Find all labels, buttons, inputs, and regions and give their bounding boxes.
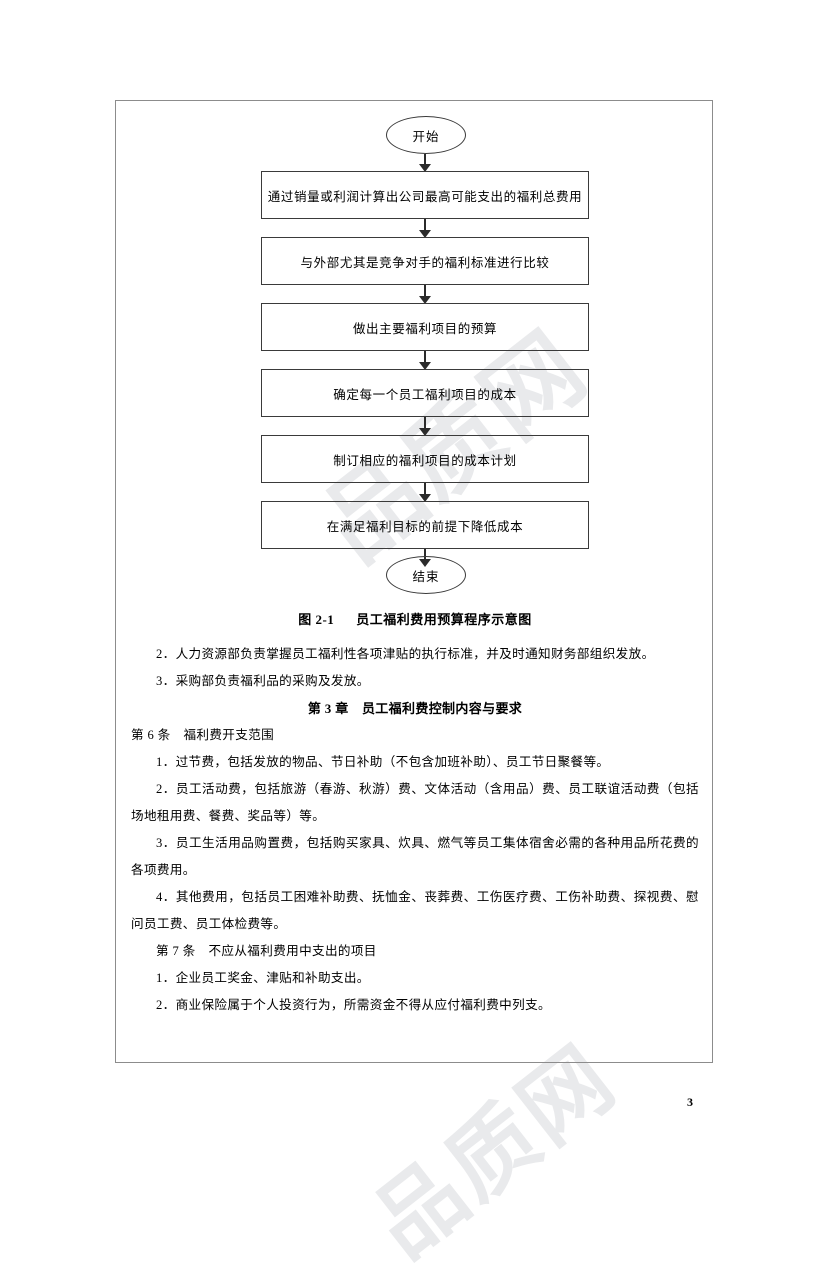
arrow-head-icon <box>419 362 431 370</box>
figure-caption-number: 图 2-1 <box>298 612 335 627</box>
figure-caption-title: 员工福利费用预算程序示意图 <box>356 612 532 627</box>
page-content-frame: 开始 通过销量或利润计算出公司最高可能支出的福利总费用 与外部尤其是竞争对手的福… <box>115 100 713 1063</box>
article-7-item: 2．商业保险属于个人投资行为，所需资金不得从应付福利费中列支。 <box>156 998 551 1012</box>
page-number: 3 <box>687 1095 693 1109</box>
article-6-item: 3．员工生活用品购置费，包括购买家具、炊具、燃气等员工集体宿舍必需的各种用品所花… <box>131 836 699 877</box>
flowchart-start-node: 开始 <box>386 116 466 154</box>
article-6-item: 4．其他费用，包括员工困难补助费、抚恤金、丧葬费、工伤医疗费、工伤补助费、探视费… <box>131 890 699 931</box>
flowchart-step-1: 通过销量或利润计算出公司最高可能支出的福利总费用 <box>261 171 589 219</box>
article-7-item: 1．企业员工奖金、津贴和补助支出。 <box>156 971 370 985</box>
arrow-head-icon <box>419 164 431 172</box>
arrow-head-icon <box>419 428 431 436</box>
connector-line <box>424 417 426 430</box>
article-6-item: 2．员工活动费，包括旅游（春游、秋游）费、文体活动（含用品）费、员工联谊活动费（… <box>131 782 699 823</box>
flowchart-step-5: 制订相应的福利项目的成本计划 <box>261 435 589 483</box>
flowchart-diagram: 开始 通过销量或利润计算出公司最高可能支出的福利总费用 与外部尤其是竞争对手的福… <box>116 101 714 613</box>
flowchart-end-node: 结束 <box>386 556 466 594</box>
flowchart-step-6: 在满足福利目标的前提下降低成本 <box>261 501 589 549</box>
connector-line <box>424 351 426 364</box>
page-inner: 开始 通过销量或利润计算出公司最高可能支出的福利总费用 与外部尤其是竞争对手的福… <box>116 101 712 1062</box>
connector-line <box>424 154 426 166</box>
flowchart-step-4: 确定每一个员工福利项目的成本 <box>261 369 589 417</box>
flowchart-step-2: 与外部尤其是竞争对手的福利标准进行比较 <box>261 237 589 285</box>
article-7-title: 第 7 条 不应从福利费用中支出的项目 <box>156 944 377 958</box>
article-6-item: 1．过节费，包括发放的物品、节日补助（不包含加班补助）、员工节日聚餐等。 <box>156 755 610 769</box>
figure-caption: 图 2-1 员工福利费用预算程序示意图 <box>116 609 714 628</box>
connector-line <box>424 219 426 232</box>
arrow-head-icon <box>419 230 431 238</box>
body-text-block: 2．人力资源部负责掌握员工福利性各项津贴的执行标准，并及时通知财务部组织发放。 … <box>131 641 699 1019</box>
paragraph: 2．人力资源部负责掌握员工福利性各项津贴的执行标准，并及时通知财务部组织发放。 <box>156 647 655 661</box>
connector-line <box>424 549 426 561</box>
connector-line <box>424 483 426 496</box>
paragraph: 3．采购部负责福利品的采购及发放。 <box>156 674 370 688</box>
arrow-head-icon <box>419 296 431 304</box>
article-6-title: 第 6 条 福利费开支范围 <box>131 728 275 742</box>
arrow-head-icon <box>419 494 431 502</box>
flowchart-step-3: 做出主要福利项目的预算 <box>261 303 589 351</box>
connector-line <box>424 285 426 298</box>
chapter-heading: 第 3 章 员工福利费控制内容与要求 <box>307 701 523 716</box>
